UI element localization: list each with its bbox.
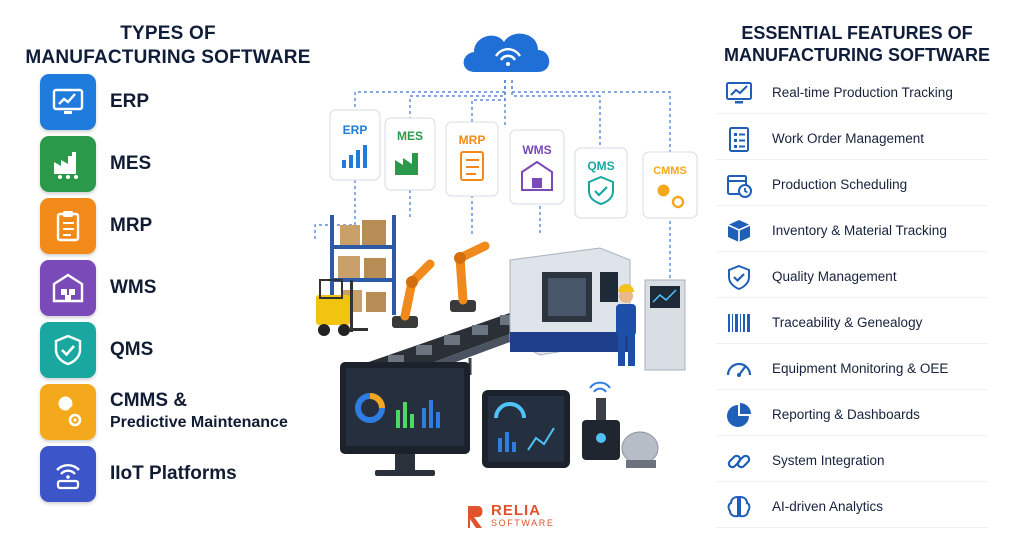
clipboard-icon	[40, 198, 96, 254]
feature-label: AI-driven Analytics	[772, 499, 884, 514]
type-label-erp: ERP	[110, 91, 150, 112]
type-item-qms: QMS	[40, 322, 330, 378]
type-label-iiot: IIoT Platforms	[110, 463, 237, 484]
robot-arms	[392, 241, 490, 328]
brand-name: RELIA	[491, 502, 541, 519]
feature-item: Work Order Management	[716, 118, 988, 160]
software-cards: ERP MES MRP WMS QMS CMMS	[329, 109, 698, 219]
feature-item: AI-driven Analytics	[716, 486, 988, 528]
box-icon	[722, 214, 756, 248]
pie-chart-icon	[722, 398, 756, 432]
type-label-qms: QMS	[110, 339, 154, 360]
feature-label: Reporting & Dashboards	[772, 407, 920, 422]
feature-item: Quality Management	[716, 256, 988, 298]
feature-item: Traceability & Genealogy	[716, 302, 988, 344]
features-title-line2: MANUFACTURING SOFTWARE	[724, 45, 990, 65]
types-title-line1: TYPES OF	[120, 23, 216, 44]
iot-sensor	[582, 381, 659, 468]
dashboard-monitor	[340, 362, 470, 476]
worker	[616, 284, 636, 366]
type-item-erp: ERP	[40, 74, 330, 130]
wifi-device-icon	[40, 446, 96, 502]
brand-logo: RELIA SOFTWARE	[466, 502, 555, 530]
factory-illustration: ERP MES MRP WMS QMS CMMS	[314, 33, 698, 476]
type-item-mrp: MRP	[40, 198, 330, 254]
forklift	[316, 279, 368, 336]
tablet-dashboard	[482, 390, 570, 468]
feature-label: Traceability & Genealogy	[772, 315, 923, 330]
brand-tagline: SOFTWARE	[491, 518, 555, 528]
feature-item: Real-time Production Tracking	[716, 72, 988, 114]
feature-item: Reporting & Dashboards	[716, 394, 988, 436]
control-panel	[644, 279, 686, 371]
card-qms: QMS	[574, 147, 628, 219]
cnc-machine	[509, 247, 631, 356]
card-mes-label: MES	[397, 129, 423, 143]
feature-label: Equipment Monitoring & OEE	[772, 361, 949, 376]
type-item-wms: WMS	[40, 260, 330, 316]
network-lines	[314, 80, 671, 280]
relia-logo-icon	[468, 506, 483, 528]
types-title-line2: MANUFACTURING SOFTWARE	[25, 47, 311, 68]
card-cmms: CMMS	[642, 151, 698, 219]
type-item-mes: MES	[40, 136, 330, 192]
type-label-mes: MES	[110, 153, 152, 174]
type-label-cmms: CMMS &	[110, 390, 188, 411]
feature-item: Equipment Monitoring & OEE	[716, 348, 988, 390]
feature-label: Inventory & Material Tracking	[772, 223, 947, 238]
feature-item: Inventory & Material Tracking	[716, 210, 988, 252]
types-title: TYPES OF MANUFACTURING SOFTWARE	[18, 22, 318, 70]
type-label-mrp: MRP	[110, 215, 153, 236]
card-mrp: MRP	[445, 121, 499, 197]
type-sub-cmms: Predictive Maintenance	[110, 414, 288, 431]
factory-icon	[40, 136, 96, 192]
calendar-clock-icon	[722, 168, 756, 202]
shield-check-icon	[722, 260, 756, 294]
card-cmms-label: CMMS	[653, 165, 687, 177]
type-item-cmms: CMMS & Predictive Maintenance	[40, 384, 330, 440]
features-title: ESSENTIAL FEATURES OF MANUFACTURING SOFT…	[712, 22, 1002, 66]
feature-label: System Integration	[772, 453, 885, 468]
card-wms-label: WMS	[522, 143, 551, 157]
card-mrp-label: MRP	[459, 133, 486, 147]
card-erp: ERP	[329, 109, 381, 181]
erp-chart-icon	[40, 74, 96, 130]
brain-icon	[722, 490, 756, 524]
type-label-wms: WMS	[110, 277, 157, 298]
feature-label: Real-time Production Tracking	[772, 85, 953, 100]
card-mes: MES	[384, 117, 436, 191]
link-icon	[722, 444, 756, 478]
card-erp-label: ERP	[343, 123, 368, 137]
feature-label: Quality Management	[772, 269, 897, 284]
monitor-chart-icon	[722, 76, 756, 110]
barcode-icon	[722, 306, 756, 340]
feature-label: Work Order Management	[772, 131, 925, 146]
feature-label: Production Scheduling	[772, 177, 908, 192]
features-title-line1: ESSENTIAL FEATURES OF	[741, 23, 973, 43]
gauge-icon	[722, 352, 756, 386]
checklist-icon	[722, 122, 756, 156]
card-wms: WMS	[509, 129, 565, 205]
card-qms-label: QMS	[587, 159, 614, 173]
cloud-icon	[463, 33, 550, 72]
type-item-iiot: IIoT Platforms	[40, 446, 330, 502]
shield-check-icon	[40, 322, 96, 378]
wrench-gear-icon	[40, 384, 96, 440]
feature-item: Production Scheduling	[716, 164, 988, 206]
warehouse-icon	[40, 260, 96, 316]
feature-item: System Integration	[716, 440, 988, 482]
